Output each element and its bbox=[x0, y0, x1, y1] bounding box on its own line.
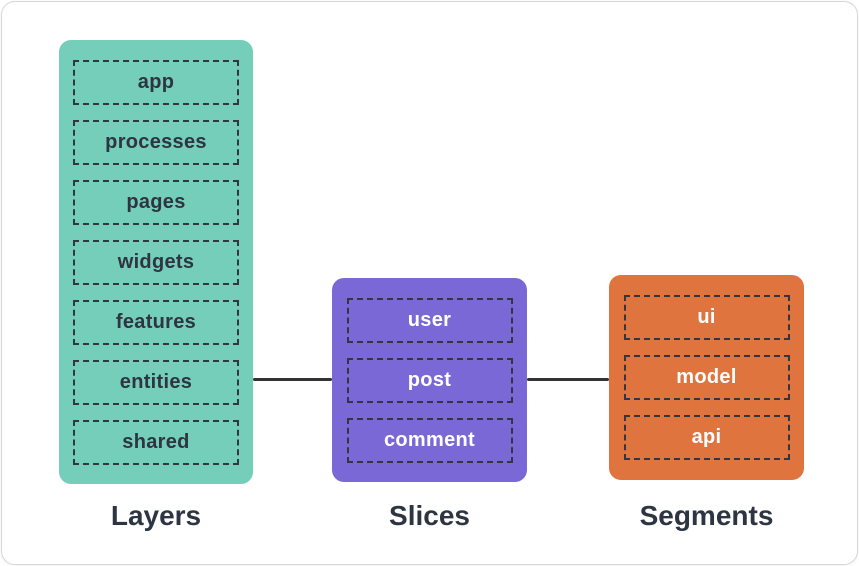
segment-cell-model: model bbox=[623, 355, 790, 400]
slice-cell-post: post bbox=[346, 357, 513, 403]
layer-cell-pages: pages bbox=[73, 179, 239, 225]
layers-title: Layers bbox=[110, 500, 202, 531]
layer-cell-features: features bbox=[73, 299, 239, 345]
layer-cell-app: app bbox=[73, 59, 239, 105]
connector-line-layers-slices bbox=[253, 378, 332, 381]
layer-cell-entities: entities bbox=[73, 359, 239, 405]
segments-title: Segments bbox=[639, 500, 774, 531]
slices-box: user post comment bbox=[332, 278, 527, 482]
layer-cell-shared: shared bbox=[73, 419, 239, 465]
layer-cell-widgets: widgets bbox=[73, 239, 239, 285]
segment-cell-ui: ui bbox=[623, 295, 790, 340]
slice-cell-user: user bbox=[346, 297, 513, 343]
slice-cell-comment: comment bbox=[346, 417, 513, 463]
layer-cell-processes: processes bbox=[73, 119, 239, 165]
segments-box: ui model api bbox=[609, 275, 804, 480]
slices-title: Slices bbox=[389, 500, 470, 531]
segment-cell-api: api bbox=[623, 415, 790, 460]
connector-line-slices-segments bbox=[527, 378, 609, 381]
layers-box: app processes pages widgets features ent… bbox=[59, 40, 253, 484]
